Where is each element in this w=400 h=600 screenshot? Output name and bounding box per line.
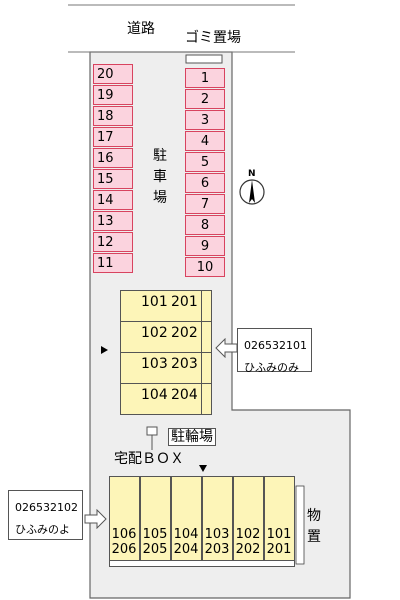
- compass-label: N: [248, 169, 256, 179]
- room-104: 104: [141, 387, 168, 403]
- parking-space-14: 14: [93, 190, 133, 210]
- room-202: 202: [235, 542, 261, 557]
- parking-space-10: 10: [185, 257, 225, 277]
- entrance-marker-b: [199, 465, 207, 472]
- parking-space-8: 8: [185, 215, 225, 235]
- callout-a-name: ひふみのみ: [244, 361, 299, 374]
- garbage-area: [185, 54, 223, 64]
- callout-building-b: 026532102 ひふみのよ: [8, 490, 83, 540]
- building-b-unit: [202, 476, 233, 564]
- parking-space-3: 3: [185, 110, 225, 130]
- callout-b-name: ひふみのよ: [15, 523, 70, 536]
- room-106: 106: [111, 527, 137, 542]
- parking-space-11: 11: [93, 253, 133, 273]
- room-102: 102: [141, 325, 168, 341]
- delivery-box: [146, 426, 158, 436]
- room-203: 203: [171, 356, 198, 372]
- room-201: 201: [171, 294, 198, 310]
- room-103: 103: [141, 356, 168, 372]
- storage-label: 物置: [306, 506, 322, 548]
- room-204: 204: [171, 387, 198, 403]
- parking-space-16: 16: [93, 148, 133, 168]
- parking-space-1: 1: [185, 68, 225, 88]
- parking-space-15: 15: [93, 169, 133, 189]
- parking-space-4: 4: [185, 131, 225, 151]
- room-101: 101: [266, 527, 292, 542]
- callout-b-code: 026532102: [15, 501, 78, 514]
- bike-parking-label: 駐輪場: [168, 428, 216, 446]
- room-101: 101: [141, 294, 168, 310]
- room-201: 201: [266, 542, 292, 557]
- parking-label-text: 駐車場: [153, 148, 167, 206]
- parking-space-19: 19: [93, 85, 133, 105]
- parking-space-20: 20: [93, 64, 133, 84]
- building-b-unit: [140, 476, 171, 564]
- room-202: 202: [171, 325, 198, 341]
- callout-b-arrow-icon: [84, 509, 107, 529]
- parking-space-17: 17: [93, 127, 133, 147]
- compass-icon: [239, 179, 265, 205]
- parking-space-9: 9: [185, 236, 225, 256]
- callout-building-a: 026532101 ひふみのみ: [237, 328, 312, 374]
- room-102: 102: [235, 527, 261, 542]
- storage-label-text: 物置: [307, 508, 321, 545]
- entrance-marker-a: [101, 346, 108, 354]
- parking-space-12: 12: [93, 232, 133, 252]
- parking-space-18: 18: [93, 106, 133, 126]
- delivery-box-label: 宅配ＢＯＸ: [114, 451, 184, 467]
- room-204: 204: [173, 542, 199, 557]
- garbage-area-label: ゴミ置場: [185, 30, 241, 46]
- callout-a-arrow-icon: [215, 338, 238, 358]
- building-a-unit: [120, 321, 212, 353]
- building-a-balcony-line: [201, 290, 212, 415]
- room-104: 104: [173, 527, 199, 542]
- room-103: 103: [204, 527, 230, 542]
- building-a-unit: [120, 352, 212, 384]
- parking-space-6: 6: [185, 173, 225, 193]
- parking-label: 駐車場: [152, 146, 168, 209]
- parking-space-13: 13: [93, 211, 133, 231]
- room-205: 205: [142, 542, 168, 557]
- callout-a-code: 026532101: [244, 339, 307, 352]
- parking-space-5: 5: [185, 152, 225, 172]
- building-a-unit: [120, 383, 212, 415]
- building-b-base: [109, 560, 295, 567]
- storage-block: [295, 485, 305, 565]
- room-105: 105: [142, 527, 168, 542]
- room-206: 206: [111, 542, 137, 557]
- parking-space-2: 2: [185, 89, 225, 109]
- parking-space-7: 7: [185, 194, 225, 214]
- road-label: 道路: [127, 21, 155, 37]
- room-203: 203: [204, 542, 230, 557]
